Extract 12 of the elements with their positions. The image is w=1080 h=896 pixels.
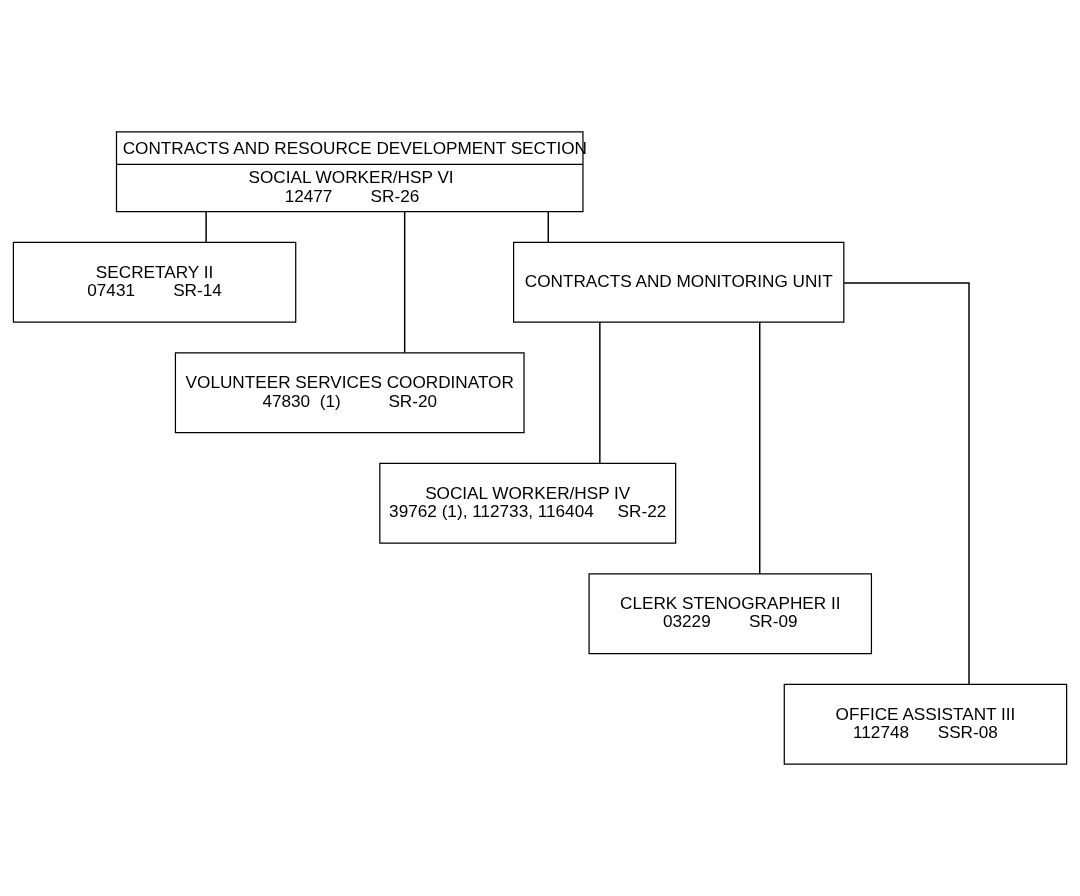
- connector: [403, 211, 406, 354]
- node-box: CLERK STENOGRAPHER II 03229 SR-09: [588, 573, 873, 655]
- connector: [547, 211, 550, 244]
- node-box: OFFICE ASSISTANT III 112748 SSR-08: [783, 683, 1068, 765]
- node-box: SOCIAL WORKER/HSP IV 39762 (1), 112733, 116404 SR-22: [379, 462, 677, 544]
- connector: [205, 211, 207, 244]
- connector: [599, 321, 601, 464]
- node-box: SECRETARY II 07431 SR-14: [12, 241, 297, 323]
- node-box: VOLUNTEER SERVICES COORDINATOR 47830 (1) SR-20: [174, 352, 525, 434]
- connector: [843, 282, 970, 685]
- node-box: CONTRACTS AND MONITORING UNIT: [513, 241, 845, 323]
- connector: [759, 321, 761, 575]
